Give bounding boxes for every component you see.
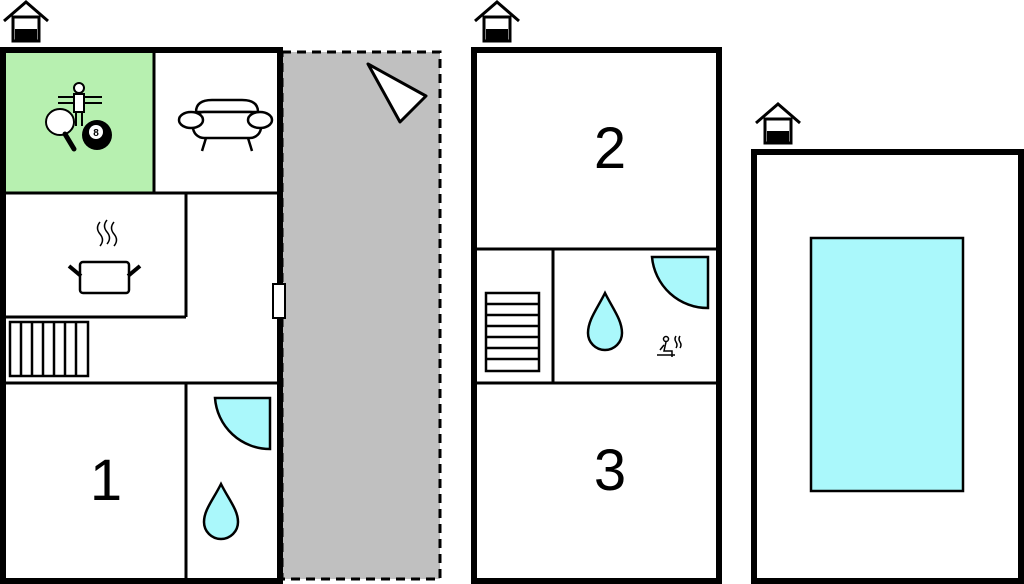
sauna-icon [657, 335, 682, 357]
room-number: 2 [594, 116, 626, 181]
room-number: 1 [90, 448, 122, 513]
floor-3 [751, 102, 1024, 584]
floor-3-outline [751, 149, 1024, 584]
shower-icon [213, 396, 272, 451]
house-floor-icon [474, 0, 520, 43]
terrace [280, 50, 442, 581]
sofa-icon [177, 98, 274, 152]
activity-room [6, 52, 154, 192]
shower-icon [650, 255, 710, 310]
water-drop-icon [586, 290, 624, 352]
room-number: 3 [594, 438, 626, 503]
house-floor-icon [755, 102, 801, 145]
svg-text:8: 8 [93, 128, 99, 139]
foosball-icon [58, 82, 102, 126]
house-floor-icon [3, 0, 49, 43]
door-icon [272, 283, 286, 319]
floor-1: 8 1 [0, 0, 442, 584]
pool-icon [809, 236, 965, 493]
billiard-ball-icon: 8 [82, 120, 112, 150]
water-drop-icon [202, 481, 240, 541]
stairs-icon [8, 320, 90, 378]
stairs-icon [484, 291, 541, 373]
floor-2: 2 3 [471, 0, 722, 584]
cooking-pot-icon [67, 219, 142, 295]
terrace-marker-icon [366, 62, 428, 124]
floor-2-outline [471, 47, 722, 584]
ping-pong-icon [45, 108, 77, 152]
